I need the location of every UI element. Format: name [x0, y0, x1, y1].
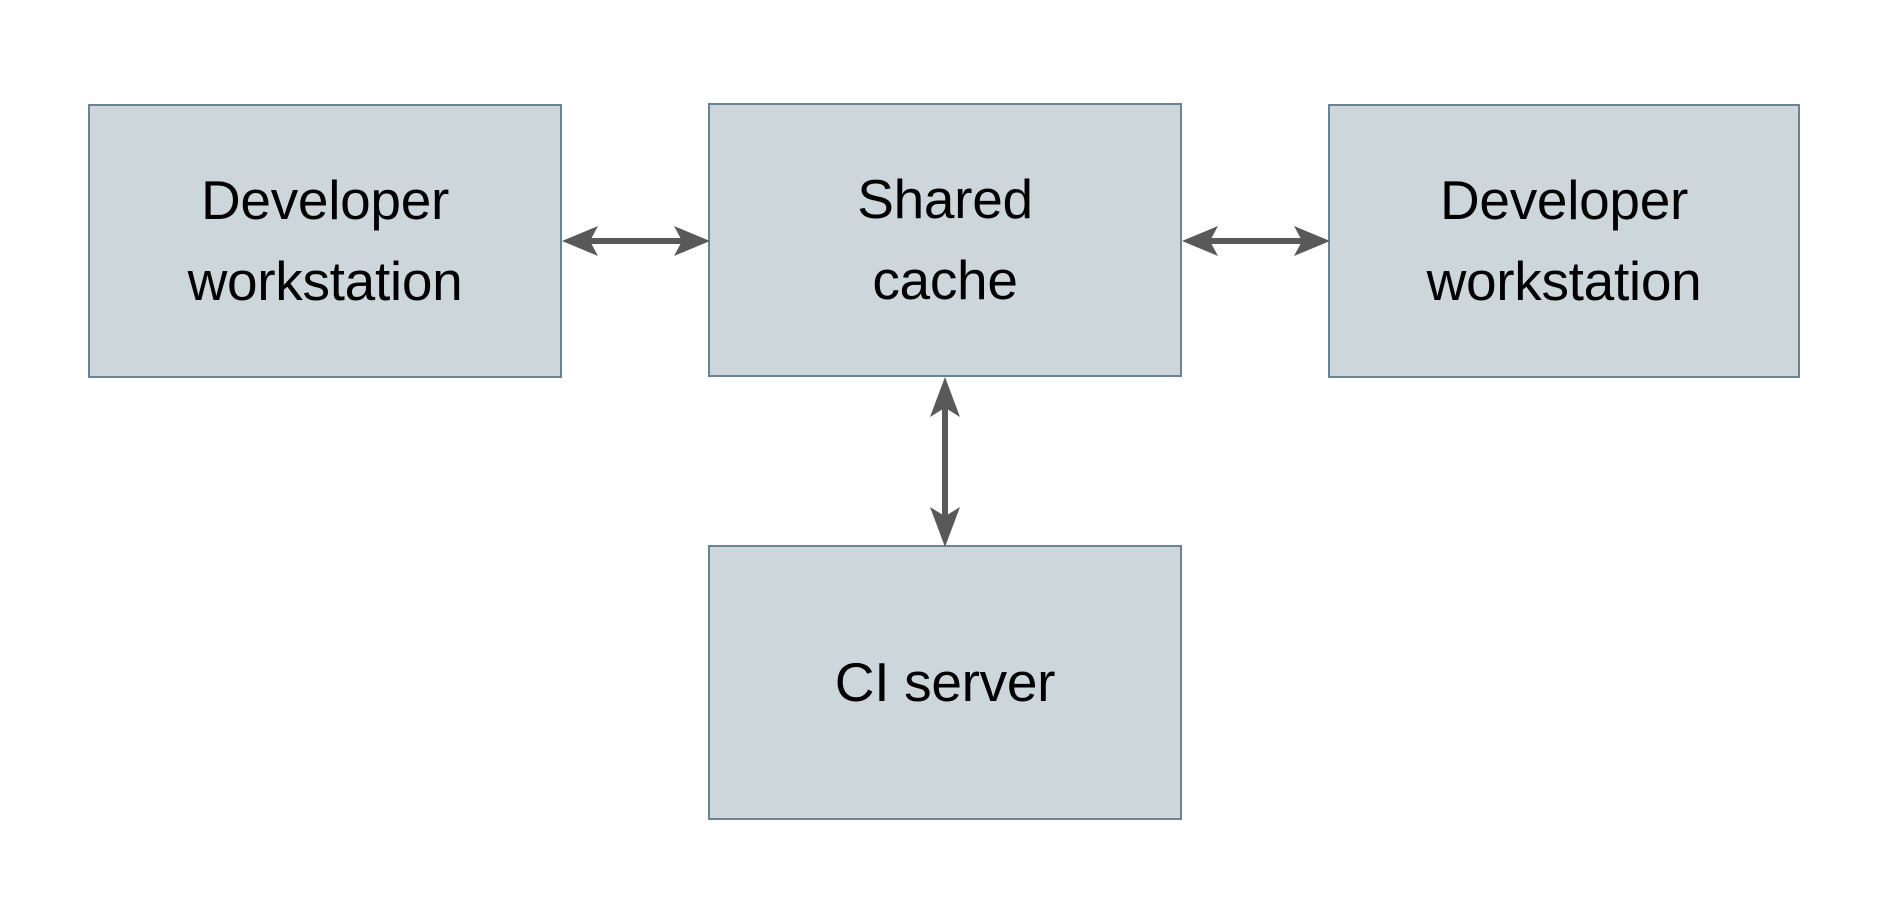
edge-shared-cache-to-developer-workstation-right[interactable] [1178, 205, 1334, 277]
node-label-developer-workstation-left: Developer workstation [187, 169, 463, 312]
node-label-developer-workstation-right: Developer workstation [1426, 169, 1702, 312]
node-label-ci-server: CI server [834, 651, 1056, 714]
node-shared-cache[interactable]: Shared cache [708, 103, 1182, 377]
edge-shared-cache-to-ci-server[interactable] [909, 373, 981, 551]
edge-developer-workstation-left-to-shared-cache[interactable] [558, 205, 714, 277]
node-ci-server[interactable]: CI server [708, 545, 1182, 820]
node-developer-workstation-right[interactable]: Developer workstation [1328, 104, 1800, 378]
node-label-shared-cache: Shared cache [857, 168, 1033, 311]
node-developer-workstation-left[interactable]: Developer workstation [88, 104, 562, 378]
